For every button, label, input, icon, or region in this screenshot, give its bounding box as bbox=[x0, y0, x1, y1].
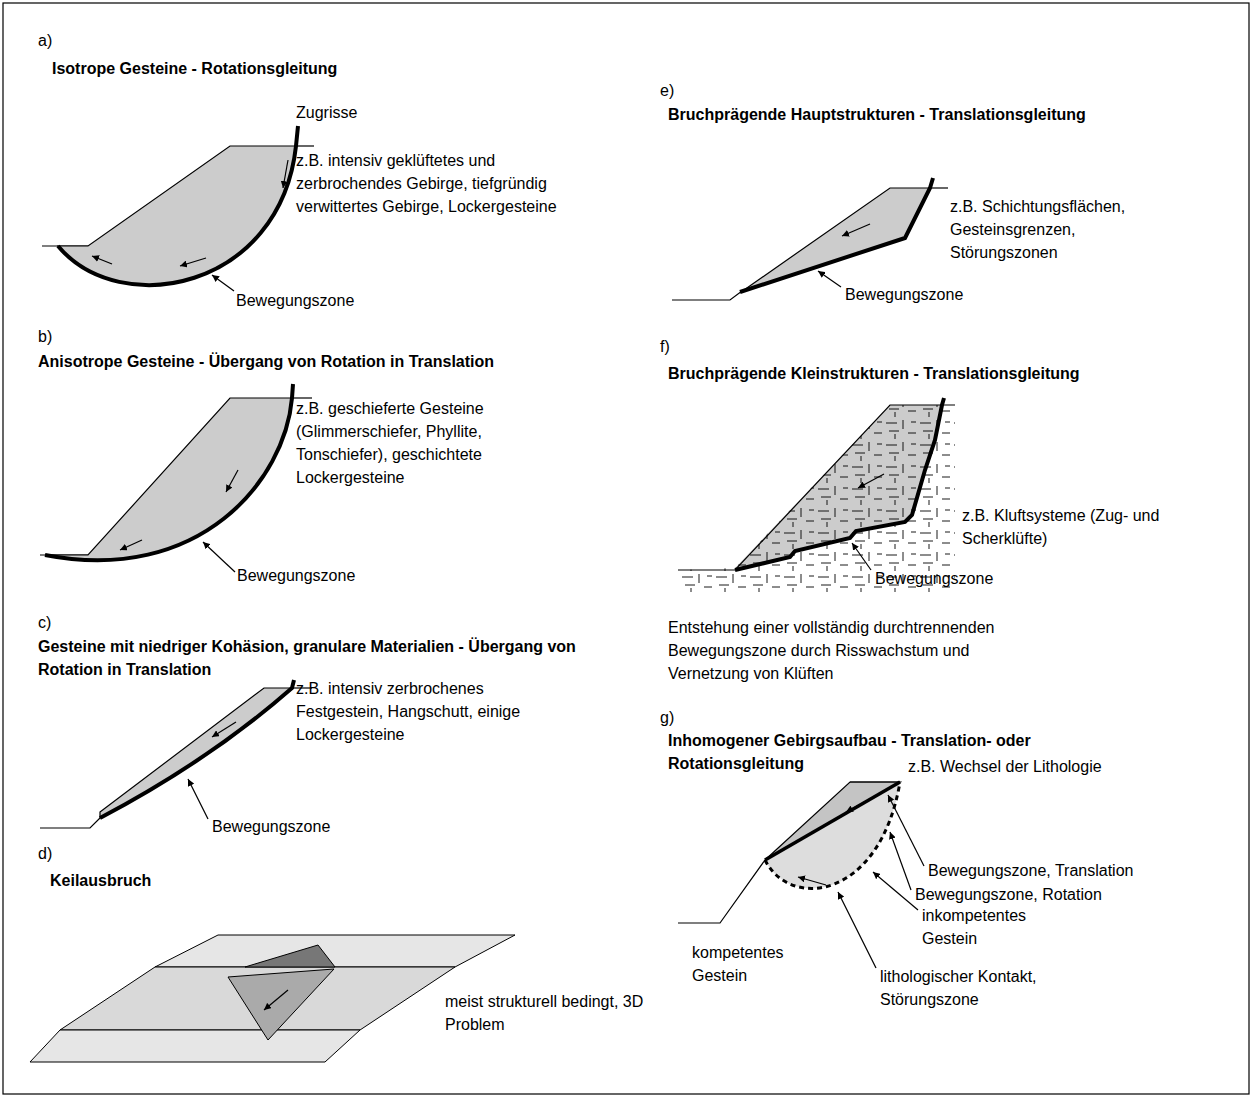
frame bbox=[3, 3, 1249, 1094]
movement-arrow bbox=[842, 224, 870, 236]
zone-label: Bewegungszone bbox=[845, 283, 963, 306]
slide-mass bbox=[45, 398, 292, 560]
movement-arrow bbox=[283, 160, 288, 188]
panel-title: Anisotrope Gesteine - Übergang von Rotat… bbox=[38, 350, 494, 373]
annotation: z.B. Schichtungsflächen, Gesteinsgrenzen… bbox=[950, 195, 1155, 264]
zone-label: Bewegungszone bbox=[237, 564, 355, 587]
annotation: z.B. geschieferte Gesteine (Glimmerschie… bbox=[296, 397, 536, 489]
top-surface bbox=[296, 145, 314, 146]
slide-mass bbox=[765, 782, 900, 860]
leader-line bbox=[818, 271, 841, 287]
annotation: meist strukturell bedingt, 3D Problem bbox=[445, 990, 660, 1036]
panel-title: Gesteine mit niedriger Kohäsion, granula… bbox=[38, 635, 618, 681]
translation-zone bbox=[765, 782, 900, 860]
leader-line bbox=[888, 795, 924, 866]
movement-zone bbox=[735, 398, 944, 570]
panel-letter: b) bbox=[38, 325, 52, 348]
panel-letter: d) bbox=[38, 842, 52, 865]
ground-line bbox=[40, 818, 100, 828]
top-surface bbox=[292, 397, 312, 398]
leader-line bbox=[212, 275, 234, 291]
panel-letter: f) bbox=[660, 335, 670, 358]
annotation: z.B. intensiv zerbrochenes Festgestein, … bbox=[296, 677, 526, 746]
top-surface bbox=[850, 781, 900, 782]
panel-title: Isotrope Gesteine - Rotationsgleitung bbox=[52, 57, 337, 80]
movement-arrow bbox=[264, 990, 288, 1010]
leader-line bbox=[873, 872, 918, 910]
top-surface bbox=[930, 187, 948, 188]
upper-bench bbox=[155, 935, 515, 967]
leader-line bbox=[838, 892, 876, 968]
movement-zone bbox=[100, 680, 294, 818]
movement-arrow bbox=[180, 258, 206, 266]
zone-label: Bewegungszone bbox=[212, 815, 330, 838]
annotation: lithologischer Kontakt, Störungszone bbox=[880, 965, 1080, 1011]
slope-a bbox=[42, 126, 314, 291]
panel-letter: g) bbox=[660, 706, 674, 729]
note: Entstehung einer vollständig durchtrenne… bbox=[668, 616, 1048, 685]
leader-line bbox=[890, 832, 911, 890]
movement-arrow bbox=[212, 722, 236, 737]
movement-zone bbox=[58, 126, 298, 285]
movement-arrow bbox=[846, 800, 868, 812]
leader-line bbox=[852, 543, 871, 570]
movement-arrow bbox=[226, 470, 238, 492]
zone-label: Bewegungszone bbox=[875, 567, 993, 590]
slide-mass bbox=[100, 688, 292, 818]
wedge-scar bbox=[245, 945, 335, 967]
ground-line bbox=[672, 291, 742, 300]
movement-arrow bbox=[798, 877, 826, 885]
ground-line bbox=[678, 860, 765, 923]
wedge-block bbox=[228, 969, 334, 1040]
panel-title: Bruchprägende Kleinstrukturen - Translat… bbox=[668, 362, 1080, 385]
zone-label: Bewegungszone, Rotation bbox=[915, 883, 1102, 906]
annotation: Zugrisse bbox=[296, 101, 357, 124]
panel-letter: a) bbox=[38, 29, 52, 52]
slope-e bbox=[672, 178, 948, 300]
slide-mass bbox=[58, 146, 296, 285]
zone-label: Bewegungszone bbox=[236, 289, 354, 312]
panel-title: Keilausbruch bbox=[50, 869, 151, 892]
wedge-d bbox=[30, 935, 515, 1062]
movement-arrow bbox=[858, 474, 884, 488]
panel-title: Bruchprägende Hauptstrukturen - Translat… bbox=[668, 103, 1086, 126]
movement-arrow bbox=[120, 540, 142, 550]
annotation: inkompetentes Gestein bbox=[922, 904, 1042, 950]
annotation: z.B. Kluftsysteme (Zug- und Scherklüfte) bbox=[962, 504, 1167, 550]
movement-zone bbox=[740, 178, 933, 292]
annotation: kompetentes Gestein bbox=[692, 941, 802, 987]
movement-arrow bbox=[92, 256, 112, 264]
leader-line bbox=[203, 542, 235, 572]
incompetent-rock bbox=[765, 782, 900, 888]
lower-bench bbox=[30, 1030, 360, 1062]
movement-zone bbox=[45, 384, 293, 560]
slope-b bbox=[40, 384, 312, 572]
slope-c bbox=[40, 680, 312, 828]
panel-letter: e) bbox=[660, 79, 674, 102]
rotation-zone bbox=[765, 782, 900, 888]
slope-f bbox=[678, 398, 958, 595]
slope-g bbox=[678, 782, 924, 968]
leader-line bbox=[188, 779, 208, 819]
annotation: z.B. intensiv geklüftetes und zerbrochen… bbox=[296, 149, 568, 218]
panel-letter: c) bbox=[38, 611, 51, 634]
zone-label: Bewegungszone, Translation bbox=[928, 859, 1133, 882]
annotation: z.B. Wechsel der Lithologie bbox=[908, 755, 1102, 778]
